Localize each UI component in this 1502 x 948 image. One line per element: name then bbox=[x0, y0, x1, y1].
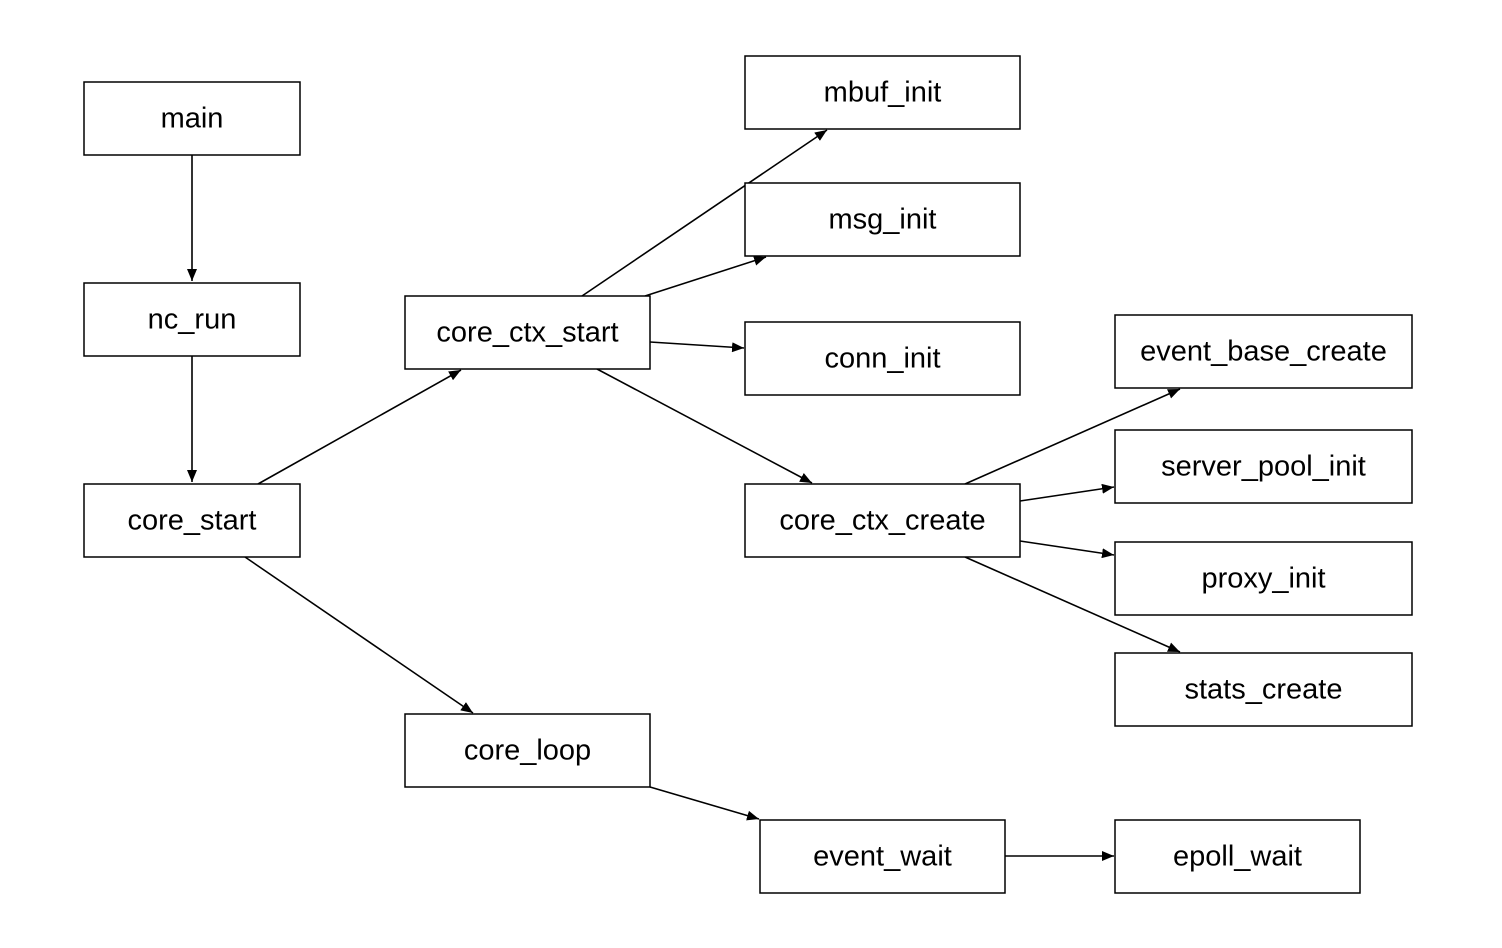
node-label: core_start bbox=[128, 505, 257, 537]
edges-layer bbox=[187, 129, 1181, 861]
node-core-start: core_start bbox=[83, 483, 301, 558]
node-box bbox=[83, 282, 301, 357]
node-label: conn_init bbox=[824, 343, 940, 375]
edge-core-ctx-create-to-event-base-create bbox=[964, 388, 1181, 485]
node-box bbox=[759, 819, 1006, 894]
node-box bbox=[1114, 652, 1413, 727]
node-label: event_base_create bbox=[1140, 336, 1387, 368]
node-msg-init: msg_init bbox=[744, 182, 1021, 257]
node-box bbox=[744, 55, 1021, 130]
node-core-ctx-start: core_ctx_start bbox=[404, 295, 651, 370]
node-label: main bbox=[161, 103, 224, 135]
node-server-pool-init: server_pool_init bbox=[1114, 429, 1413, 504]
node-nc-run: nc_run bbox=[83, 282, 301, 357]
node-event-base-create: event_base_create bbox=[1114, 314, 1413, 389]
edge-core-ctx-create-to-stats-create bbox=[964, 556, 1181, 653]
edge-core-ctx-start-to-conn-init bbox=[649, 341, 745, 353]
node-label: epoll_wait bbox=[1173, 841, 1302, 873]
node-label: core_loop bbox=[464, 735, 591, 767]
node-box bbox=[83, 483, 301, 558]
node-label: core_ctx_start bbox=[436, 317, 618, 349]
node-stats-create: stats_create bbox=[1114, 652, 1413, 727]
edge-core-start-to-core-loop bbox=[244, 556, 474, 714]
node-event-wait: event_wait bbox=[759, 819, 1006, 894]
node-label: server_pool_init bbox=[1161, 451, 1366, 483]
node-label: stats_create bbox=[1185, 674, 1343, 706]
nodes-layer: main nc_run core_start core_ctx_start core_l… bbox=[83, 55, 1413, 894]
node-core-ctx-create: core_ctx_create bbox=[744, 483, 1021, 558]
node-box bbox=[1114, 429, 1413, 504]
node-box bbox=[744, 483, 1021, 558]
edge-core-ctx-create-to-server-pool-init bbox=[1019, 483, 1115, 502]
edge-core-ctx-start-to-msg-init bbox=[644, 255, 767, 297]
node-box bbox=[404, 713, 651, 788]
node-box bbox=[83, 81, 301, 156]
node-mbuf-init: mbuf_init bbox=[744, 55, 1021, 130]
node-box bbox=[744, 182, 1021, 257]
node-label: core_ctx_create bbox=[779, 505, 985, 537]
node-label: proxy_init bbox=[1201, 563, 1325, 595]
node-label: msg_init bbox=[829, 204, 937, 236]
edge-core-ctx-create-to-proxy-init bbox=[1019, 540, 1115, 559]
node-label: mbuf_init bbox=[824, 77, 942, 109]
node-box bbox=[1114, 314, 1413, 389]
node-label: event_wait bbox=[813, 841, 952, 873]
edge-core-start-to-core-ctx-start bbox=[257, 369, 462, 485]
node-box bbox=[404, 295, 651, 370]
node-box bbox=[744, 321, 1021, 396]
node-proxy-init: proxy_init bbox=[1114, 541, 1413, 616]
edge-core-ctx-start-to-core-ctx-create bbox=[596, 368, 813, 484]
edge-core-ctx-start-to-mbuf-init bbox=[581, 129, 828, 297]
node-box bbox=[1114, 819, 1361, 894]
edge-core-loop-to-event-wait bbox=[649, 786, 760, 821]
node-main: main bbox=[83, 81, 301, 156]
node-box bbox=[1114, 541, 1413, 616]
node-conn-init: conn_init bbox=[744, 321, 1021, 396]
node-epoll-wait: epoll_wait bbox=[1114, 819, 1361, 894]
node-label: nc_run bbox=[148, 304, 237, 336]
node-core-loop: core_loop bbox=[404, 713, 651, 788]
